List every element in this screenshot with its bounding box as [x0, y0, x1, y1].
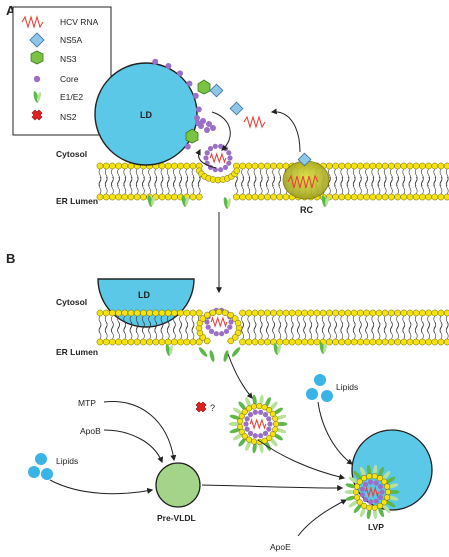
legend-label-e1e2: E1/E2	[60, 92, 83, 102]
e1e2-protein-b	[319, 342, 327, 354]
legend-label-ns5a: NS5A	[60, 35, 83, 45]
pre-vldl-particle	[155, 462, 201, 508]
ns5a-protein-a2	[229, 101, 244, 116]
arrow-lipids-to-prevldl	[49, 479, 154, 495]
ns3-protein-a1	[197, 79, 211, 95]
arrow-prevldl-to-lvp	[201, 484, 344, 491]
e1e2-protein-a	[147, 195, 155, 207]
enveloped-virion	[228, 394, 288, 454]
er-membrane-a	[96, 162, 449, 209]
legend-label-hcv-rna: HCV RNA	[60, 17, 99, 27]
arrow-lipids-to-lvp	[317, 401, 353, 465]
lipids-right-label: Lipids	[336, 382, 358, 392]
ns5a-icon	[29, 32, 45, 48]
core-icon	[33, 75, 41, 83]
e1e2-protein-b	[273, 343, 281, 355]
apoe-label: ApoE	[270, 542, 291, 552]
cytosol-label-a: Cytosol	[56, 149, 87, 159]
hcv-rna-icon	[21, 15, 44, 29]
lvp-label: LVP	[368, 522, 384, 532]
er-lumen-label-a: ER Lumen	[56, 196, 98, 206]
legend-label-ns2: NS2	[60, 112, 77, 122]
replication-complex	[282, 152, 330, 200]
lipids-left	[28, 453, 53, 480]
arrow-budding-to-virion	[227, 353, 253, 399]
e1e2-protein-b	[165, 344, 173, 356]
e1e2-protein-a	[223, 197, 231, 209]
e1e2-icon	[33, 91, 42, 103]
rc-label: RC	[300, 205, 313, 215]
budding-nucleocapsid-b	[195, 307, 243, 362]
ld-label-b: LD	[138, 290, 150, 300]
ns2-protein-b	[195, 401, 207, 413]
arrow-apob-to-prevldl	[103, 429, 163, 464]
arrow-virion-to-lvp	[257, 439, 346, 480]
panel-label-b: B	[6, 251, 15, 266]
hcv-rna-a1	[243, 115, 266, 129]
ns3-icon	[30, 50, 44, 65]
apob-label: ApoB	[80, 426, 101, 436]
core-cluster-a	[194, 115, 216, 133]
budding-nucleocapsid-a	[195, 143, 241, 184]
mtp-label: MTP	[78, 398, 96, 408]
lipids-right	[306, 374, 333, 402]
arrow-apoe-to-lvp	[297, 499, 348, 537]
ns2-icon	[31, 109, 43, 121]
ld-label-a: LD	[140, 110, 152, 120]
cytosol-label-b: Cytosol	[56, 297, 87, 307]
lipid-droplet-a	[94, 62, 198, 166]
ns3-protein-a2	[185, 128, 199, 144]
e1e2-protein-a	[321, 195, 329, 207]
pre-vldl-label: Pre-VLDL	[157, 513, 196, 523]
er-lumen-label-b: ER Lumen	[56, 347, 98, 357]
e1e2-protein-a	[181, 195, 189, 207]
arrow-rc-to-rna	[270, 108, 301, 153]
panel-label-a: A	[6, 3, 16, 18]
arrow-budding-to-ld	[195, 148, 217, 169]
lipids-left-label: Lipids	[56, 456, 78, 466]
lvp-virion	[344, 464, 400, 520]
legend-label-ns3: NS3	[60, 54, 77, 64]
arrow-mtp-to-prevldl	[103, 401, 177, 462]
arrow-ld-to-budding	[211, 111, 231, 151]
legend-label-core: Core	[60, 74, 79, 84]
er-membrane-b	[96, 309, 449, 356]
ns2-question-mark: ?	[210, 403, 215, 413]
ns5a-protein-a1	[209, 83, 224, 98]
